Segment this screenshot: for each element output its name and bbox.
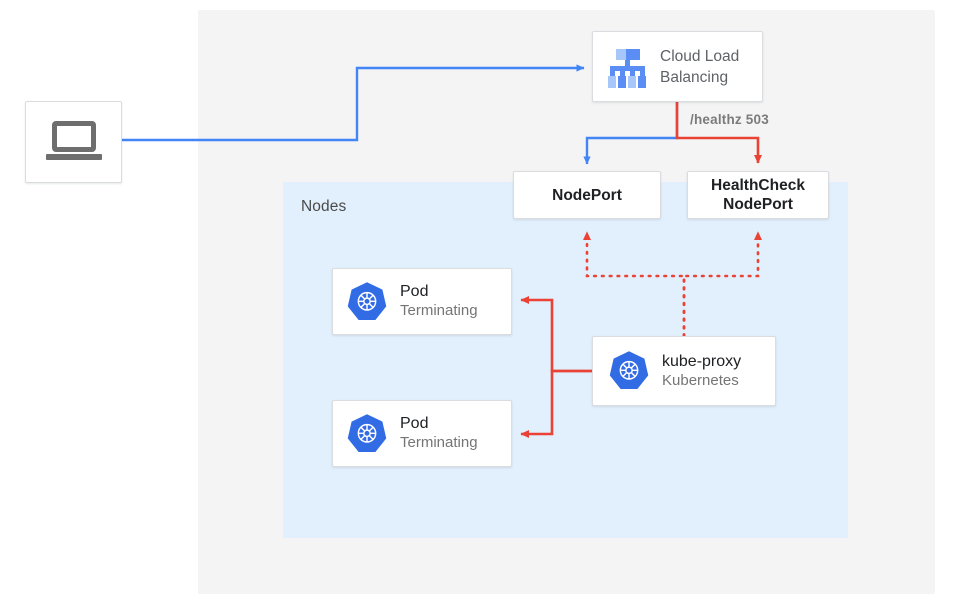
- kubernetes-icon: [347, 281, 387, 320]
- nodeport-label: NodePort: [552, 186, 622, 204]
- nodeport-card[interactable]: NodePort: [513, 171, 661, 219]
- nodes-region-label: Nodes: [301, 198, 347, 215]
- healthcheck-nodeport-card[interactable]: HealthCheck NodePort: [687, 171, 829, 219]
- kubernetes-icon: [609, 351, 649, 389]
- kube-proxy-title: kube-proxy: [662, 352, 742, 370]
- pod-1-status: Terminating: [400, 302, 478, 320]
- kubernetes-icon: [347, 413, 387, 452]
- pod-2-status: Terminating: [400, 434, 478, 452]
- pod-1-text: Pod Terminating: [400, 282, 478, 321]
- pod-2-text: Pod Terminating: [400, 414, 478, 453]
- pod-card-1[interactable]: Pod Terminating: [332, 268, 512, 335]
- healthz-503-label: /healthz 503: [690, 112, 769, 127]
- pod-card-2[interactable]: Pod Terminating: [332, 400, 512, 467]
- client-laptop-card[interactable]: [25, 101, 122, 183]
- cloud-load-balancing-card[interactable]: Cloud Load Balancing: [592, 31, 763, 102]
- clb-label-line-1: Cloud Load: [660, 47, 740, 65]
- healthcheck-nodeport-label-line-2: NodePort: [723, 196, 793, 213]
- cloud-load-balancing-icon: [605, 47, 650, 88]
- cloud-load-balancing-label: Cloud Load Balancing: [660, 46, 739, 88]
- healthcheck-nodeport-label-line-1: HealthCheck: [711, 177, 805, 194]
- laptop-icon: [45, 121, 102, 163]
- kube-proxy-text: kube-proxy Kubernetes: [662, 352, 741, 391]
- pod-1-title: Pod: [400, 283, 429, 301]
- clb-label-line-2: Balancing: [660, 68, 729, 86]
- laptop-base-shape: [45, 154, 102, 160]
- kube-proxy-card[interactable]: kube-proxy Kubernetes: [592, 336, 776, 406]
- laptop-screen-shape: [51, 121, 96, 152]
- healthcheck-nodeport-label: HealthCheck NodePort: [711, 176, 805, 214]
- kube-proxy-subtitle: Kubernetes: [662, 371, 739, 389]
- pod-2-title: Pod: [400, 415, 429, 433]
